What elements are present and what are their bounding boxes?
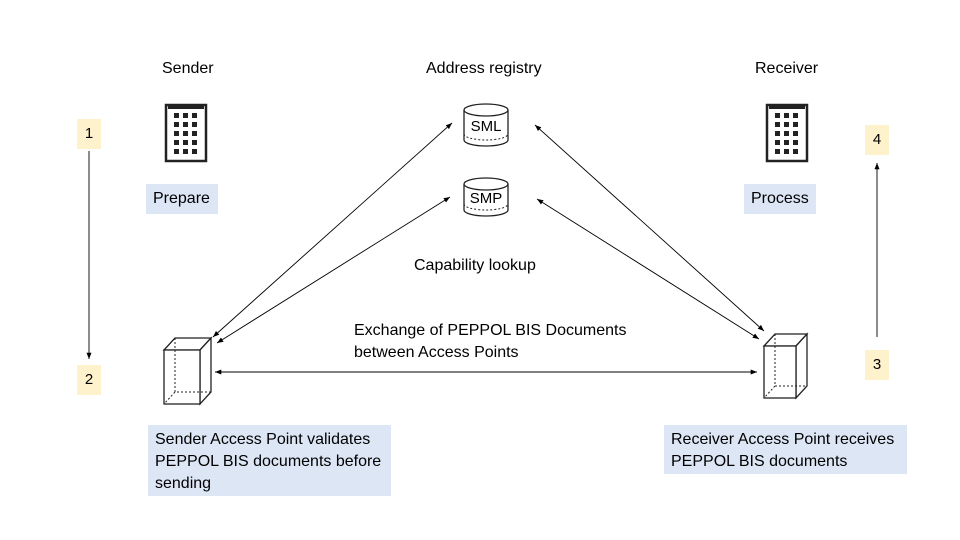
receiver-access-point-icon bbox=[762, 332, 809, 400]
receiver-heading: Receiver bbox=[755, 60, 819, 77]
receiver-building-icon bbox=[765, 103, 809, 163]
registry-heading: Address registry bbox=[426, 60, 542, 77]
step-number-2: 2 bbox=[77, 365, 101, 395]
sml-database-icon: SML bbox=[463, 103, 509, 147]
step-number-4: 4 bbox=[865, 125, 889, 155]
sender-heading: Sender bbox=[162, 60, 214, 77]
smp-label: SMP bbox=[470, 190, 503, 207]
smp-database-icon: SMP bbox=[463, 177, 509, 217]
prepare-label: Prepare bbox=[146, 184, 218, 214]
arrow-sender-ap-smp bbox=[216, 196, 451, 344]
sender-ap-line-2: PEPPOL BIS documents before bbox=[155, 453, 382, 470]
step-number-3: 3 bbox=[865, 350, 889, 380]
arrow-sender-ap-sml bbox=[212, 122, 453, 338]
sender-building-icon bbox=[164, 103, 208, 163]
receiver-ap-line-2: PEPPOL BIS documents bbox=[671, 453, 848, 470]
sender-access-point-description: Sender Access Point validates PEPPOL BIS… bbox=[148, 425, 391, 496]
sender-ap-line-3: sending bbox=[155, 475, 212, 492]
receiver-access-point-description: Receiver Access Point receives PEPPOL BI… bbox=[664, 425, 907, 474]
exchange-label-line-2: between Access Points bbox=[354, 344, 519, 361]
arrow-sml-receiver-ap bbox=[534, 124, 765, 332]
receiver-ap-line-1: Receiver Access Point receives bbox=[671, 431, 895, 448]
arrow-smp-receiver-ap bbox=[536, 198, 760, 340]
sender-ap-line-1: Sender Access Point validates bbox=[155, 431, 371, 448]
step-number-1: 1 bbox=[77, 119, 101, 149]
sml-label: SML bbox=[471, 118, 502, 135]
sender-access-point-icon bbox=[162, 336, 213, 406]
